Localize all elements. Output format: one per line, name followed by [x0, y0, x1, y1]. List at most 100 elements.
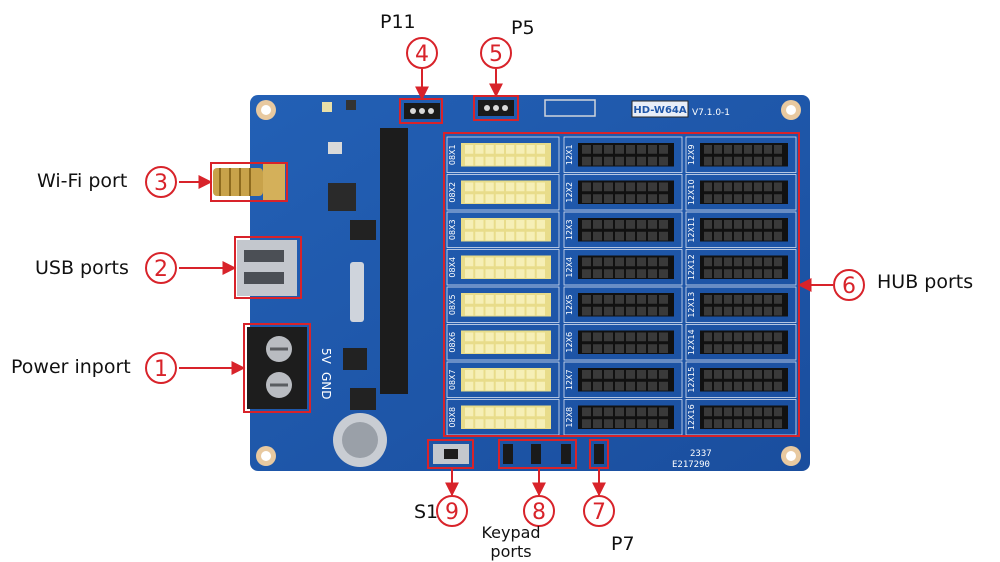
- hub-pin: [764, 156, 772, 166]
- hub-pin: [774, 231, 782, 241]
- hub-pin: [506, 344, 515, 353]
- hub-pin: [582, 306, 591, 316]
- hub-pin: [516, 194, 525, 203]
- hub-pin: [648, 194, 657, 203]
- hub-port-label: 08X2: [448, 182, 457, 203]
- serial-line-1: 2337: [690, 449, 712, 459]
- hub-pin: [526, 220, 535, 229]
- hub-pin: [774, 257, 782, 267]
- hub-pin: [582, 332, 591, 342]
- hub-pin: [526, 407, 535, 417]
- hub-pin: [582, 370, 591, 379]
- hub-pin: [774, 419, 782, 428]
- hub-pin: [582, 419, 591, 428]
- hub-pin: [774, 344, 782, 353]
- hub-pin: [659, 407, 668, 417]
- hub-pin: [582, 257, 591, 267]
- hub-pin: [724, 344, 732, 353]
- svg-text:2: 2: [154, 257, 168, 282]
- hub-pin: [536, 295, 545, 304]
- hub-pin: [593, 257, 602, 267]
- hub-pin: [774, 194, 782, 203]
- hub-pin: [714, 332, 722, 342]
- hub-pin: [526, 257, 535, 267]
- hub-pin: [637, 269, 646, 278]
- hub-pin: [516, 407, 525, 417]
- hub-pin: [465, 344, 474, 353]
- hub-pin: [659, 257, 668, 267]
- hub-pin: [465, 381, 474, 391]
- hub-pin: [626, 156, 635, 166]
- hub-pin: [648, 370, 657, 379]
- hub-pin: [637, 145, 646, 154]
- hub-port-label: 12X16: [687, 404, 696, 430]
- hub-pin: [506, 156, 515, 166]
- hub-pin: [724, 257, 732, 267]
- p5-header: [478, 100, 514, 116]
- hub-pin: [593, 269, 602, 278]
- svg-text:7: 7: [592, 500, 606, 525]
- hub-cell: [563, 211, 683, 248]
- hub-cell: [685, 174, 797, 211]
- hub-pin: [626, 381, 635, 391]
- hub-pin: [637, 295, 646, 304]
- hub-port-label: 08X3: [448, 219, 457, 240]
- hub-pin: [526, 269, 535, 278]
- hub-pin: [485, 407, 494, 417]
- hub-pin: [465, 145, 474, 154]
- hub-pin: [526, 306, 535, 316]
- hub-pin: [582, 220, 591, 229]
- hub-pin: [465, 370, 474, 379]
- hub-pin: [604, 156, 613, 166]
- hub-pin: [475, 344, 484, 353]
- hub-pin: [485, 145, 494, 154]
- hub-pin: [593, 156, 602, 166]
- hub-pin: [604, 407, 613, 417]
- hub-pin: [604, 344, 613, 353]
- hub-pin: [495, 231, 504, 241]
- label-keypad-line-1: Keypad: [481, 523, 541, 542]
- hub-pin: [516, 220, 525, 229]
- hub-pin: [536, 269, 545, 278]
- hub-pin: [604, 295, 613, 304]
- hub-pin: [582, 231, 591, 241]
- hub-pin: [704, 220, 712, 229]
- hub-pin: [734, 156, 742, 166]
- hub-pin: [506, 370, 515, 379]
- hub-pin: [744, 306, 752, 316]
- callout-badge-1: 1: [145, 352, 177, 384]
- model-label-box: [631, 100, 689, 118]
- hub-pin: [754, 407, 762, 417]
- hub-pin: [615, 295, 624, 304]
- serial-line-2: E217290: [672, 460, 710, 470]
- hub-pin: [465, 295, 474, 304]
- hub-pin: [724, 306, 732, 316]
- hub-pin: [648, 156, 657, 166]
- hub-port-label: 08X6: [448, 332, 457, 353]
- hub-pin: [648, 145, 657, 154]
- hub-pin: [536, 220, 545, 229]
- hub-pin: [714, 257, 722, 267]
- hub-pin: [526, 419, 535, 428]
- hub-cell: [563, 324, 683, 361]
- hub-cell: [446, 249, 560, 286]
- hub-pin: [506, 419, 515, 428]
- callout-badge-3: 3: [145, 166, 177, 198]
- hub-pin: [626, 145, 635, 154]
- hub-cell: [563, 136, 683, 173]
- hub-pin: [536, 231, 545, 241]
- hub-pin: [774, 220, 782, 229]
- hub-pin: [506, 407, 515, 417]
- hub-pin: [604, 306, 613, 316]
- hub-pin: [582, 145, 591, 154]
- svg-text:8: 8: [532, 500, 546, 525]
- hub-pin: [626, 257, 635, 267]
- callout-badge-5: 5: [480, 37, 512, 69]
- hub-pin: [714, 220, 722, 229]
- hub-pin: [506, 269, 515, 278]
- hub-pin: [734, 269, 742, 278]
- callout-badge-6: 6: [833, 269, 865, 301]
- hub-port-label: 12X15: [687, 367, 696, 393]
- board-components: [322, 99, 596, 410]
- label-keypad-line-2: ports: [490, 542, 532, 561]
